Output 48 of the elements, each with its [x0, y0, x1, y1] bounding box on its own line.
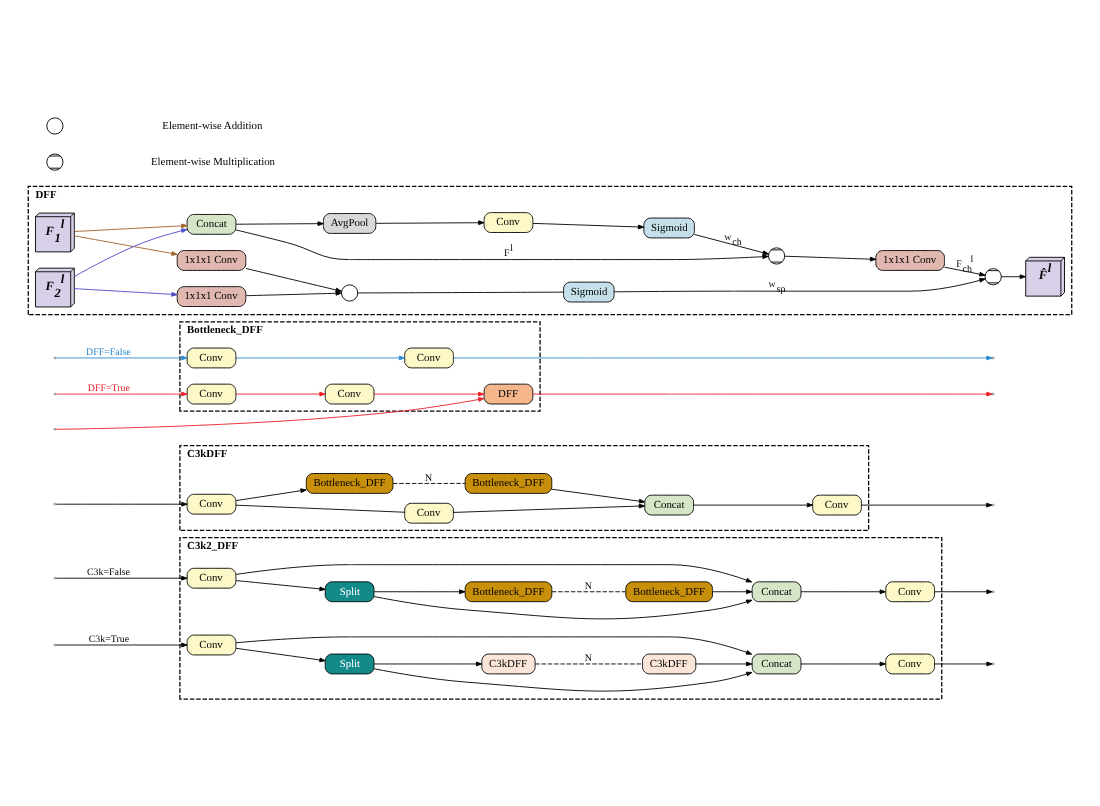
arrow [55, 390, 485, 429]
arrow [373, 588, 466, 594]
arrow [944, 265, 986, 276]
arrow [373, 390, 485, 401]
arrow [235, 563, 753, 582]
arrow [613, 277, 986, 292]
arrow [235, 646, 326, 662]
arrow [235, 220, 324, 225]
arrow [55, 500, 188, 506]
arrow [712, 588, 753, 594]
arrow [235, 390, 326, 396]
connector [357, 290, 564, 293]
arrow [74, 287, 178, 296]
connector [392, 482, 466, 483]
arrow [800, 660, 886, 666]
connector [534, 662, 643, 664]
arrow [453, 502, 646, 512]
arrow [1001, 273, 1026, 279]
arrow [373, 667, 753, 691]
arrow [784, 254, 877, 261]
arrow [235, 228, 769, 260]
connector [235, 503, 406, 512]
arrow [245, 267, 342, 292]
connector [551, 590, 626, 592]
arrow [55, 390, 188, 396]
arrow [235, 635, 753, 654]
node-adder [341, 283, 359, 301]
arrow [74, 227, 188, 276]
arrow [694, 233, 769, 254]
arrow [55, 574, 188, 580]
arrow [373, 660, 483, 666]
arrow [235, 354, 406, 360]
arrow [55, 641, 188, 647]
arrow [373, 595, 753, 619]
arrow [934, 588, 993, 594]
arrow [245, 289, 342, 296]
arrow [693, 501, 814, 507]
arrow [375, 219, 485, 225]
arrow [861, 501, 993, 507]
arrow [55, 354, 188, 360]
arrow [74, 234, 178, 255]
arrow [551, 487, 646, 503]
arrow [235, 579, 326, 591]
arrow [235, 487, 307, 501]
arrow [532, 221, 645, 229]
arrow [800, 588, 886, 594]
arrow [74, 222, 188, 231]
arrow [695, 660, 753, 666]
